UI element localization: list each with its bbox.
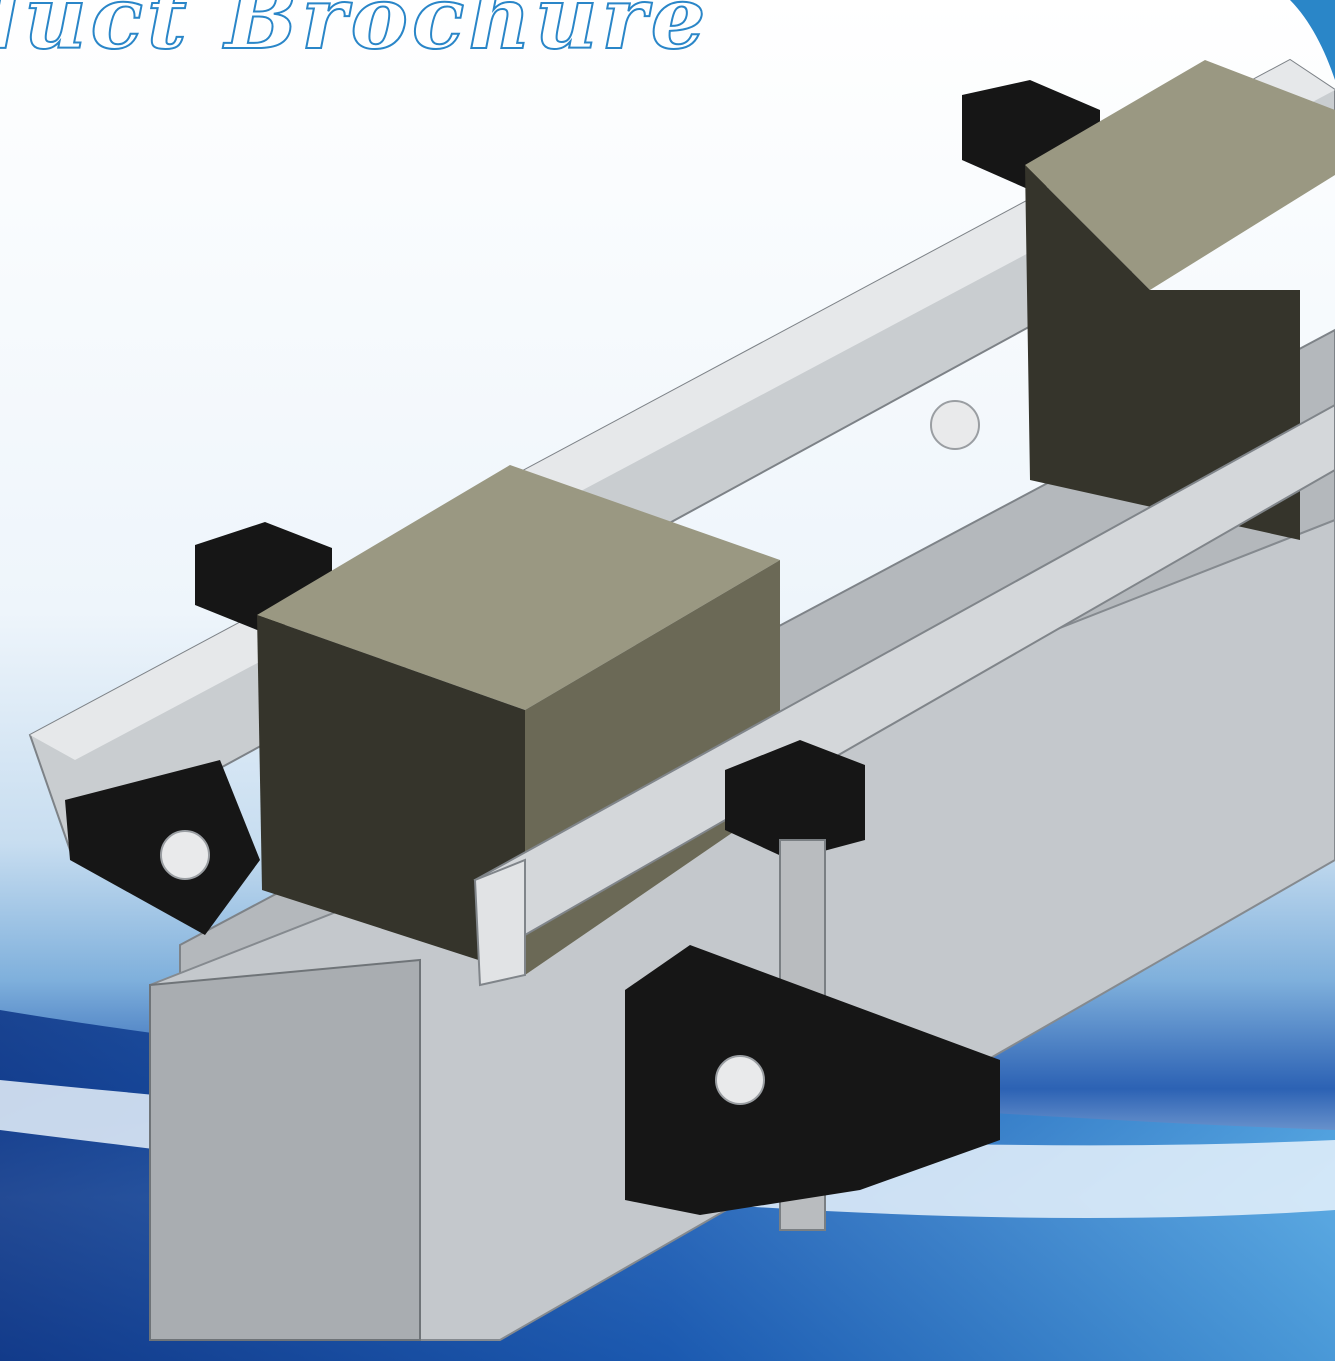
bracket-front-bottom xyxy=(625,945,1000,1215)
product-block-back-top xyxy=(1025,60,1335,290)
brochure-title: duct Brochure xyxy=(0,0,710,70)
guide-rail-front-end xyxy=(473,858,526,987)
nut-back xyxy=(930,400,980,450)
product-block-front-face xyxy=(257,615,525,975)
product-block-back-face xyxy=(1025,165,1300,540)
nut-front xyxy=(715,1055,765,1105)
product-block-front-top xyxy=(257,465,780,710)
frame-end-face xyxy=(149,958,421,1341)
nut-left xyxy=(160,830,210,880)
blue-swoosh-right xyxy=(1290,0,1335,80)
bracket-front-top xyxy=(725,740,865,860)
